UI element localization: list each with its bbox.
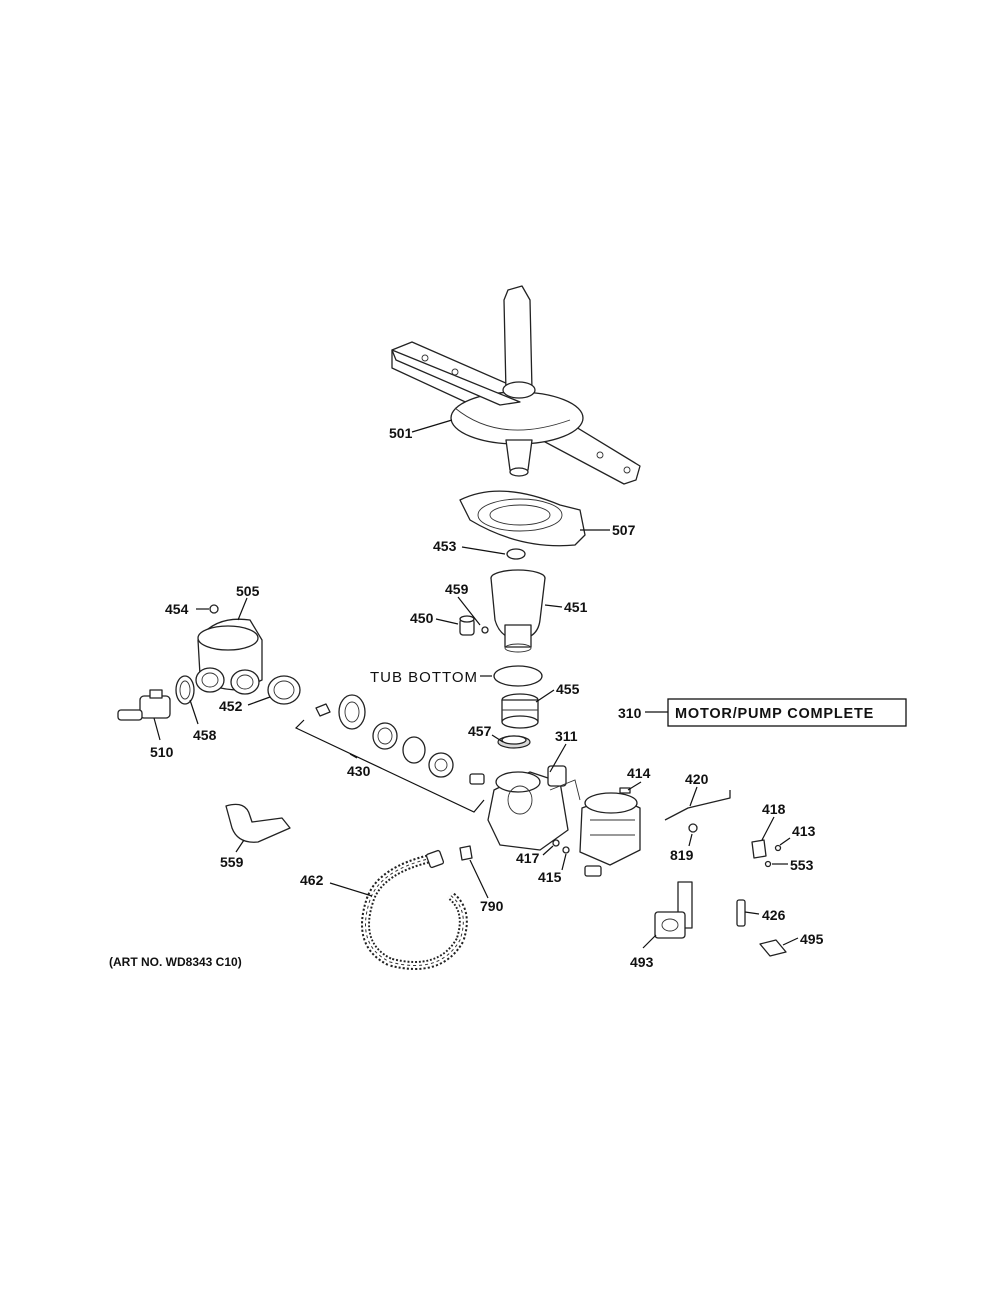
callout-450: 450 — [410, 610, 434, 626]
screw-417 — [552, 839, 560, 847]
callout-495: 495 — [800, 931, 824, 947]
callout-559: 559 — [220, 854, 244, 870]
callout-452: 452 — [219, 698, 243, 714]
rod-420 — [664, 790, 731, 821]
ball-454 — [209, 604, 219, 614]
callout-459: 459 — [445, 581, 469, 597]
callout-453: 453 — [433, 538, 457, 554]
filter-assembly-430 — [315, 694, 485, 785]
callout-458: 458 — [193, 727, 217, 743]
callout-455: 455 — [556, 681, 580, 697]
seal-455 — [501, 693, 539, 729]
clamp-457 — [497, 735, 531, 749]
callout-430: 430 — [347, 763, 371, 779]
callout-501: 501 — [389, 425, 413, 441]
o-ring-453 — [506, 548, 526, 560]
callout-819: 819 — [670, 847, 694, 863]
pump-body-311 — [487, 765, 581, 851]
gasket-507 — [459, 490, 586, 547]
part-413 — [774, 844, 782, 852]
leader-lines — [153, 419, 799, 949]
callout-462: 462 — [300, 872, 324, 888]
callout-310: 310 — [618, 705, 642, 721]
callout-507: 507 — [612, 522, 636, 538]
callout-414: 414 — [627, 765, 651, 781]
motor-pump-box — [667, 698, 907, 727]
callout-311: 311 — [555, 728, 578, 744]
hose-559 — [225, 803, 291, 843]
callout-451: 451 — [564, 599, 588, 615]
spray-arm-501 — [391, 285, 641, 485]
part-495 — [759, 939, 787, 957]
drain-hose-462 — [361, 849, 468, 970]
ring-452 — [267, 675, 301, 705]
motor-pump-label: MOTOR/PUMP COMPLETE — [675, 706, 874, 722]
callout-790: 790 — [480, 898, 504, 914]
pump-housing-451 — [490, 569, 546, 653]
callout-457: 457 — [468, 723, 492, 739]
washer-415 — [562, 846, 570, 854]
part-790 — [459, 845, 473, 861]
screw-414 — [619, 787, 631, 794]
callout-505: 505 — [236, 583, 260, 599]
part-553 — [764, 860, 772, 868]
callout-553: 553 — [790, 857, 814, 873]
callout-493: 493 — [630, 954, 654, 970]
callout-420: 420 — [685, 771, 709, 787]
part-459 — [481, 626, 489, 634]
callout-415: 415 — [538, 869, 562, 885]
callout-413: 413 — [792, 823, 816, 839]
part-426 — [736, 899, 746, 927]
callout-454: 454 — [165, 601, 189, 617]
callout-418: 418 — [762, 801, 786, 817]
part-450 — [459, 615, 475, 636]
callout-510: 510 — [150, 744, 174, 760]
tub-bottom-label: TUB BOTTOM — [370, 669, 478, 686]
manifold-505 — [195, 618, 263, 695]
motor — [579, 792, 641, 877]
tub-bottom-ring — [493, 665, 543, 687]
valve-510 — [117, 689, 171, 721]
art-number: (ART NO. WD8343 C10) — [109, 955, 242, 969]
callout-426: 426 — [762, 907, 786, 923]
clip-819 — [688, 823, 698, 833]
callout-417: 417 — [516, 850, 540, 866]
seal-458 — [175, 675, 195, 705]
solenoid-493 — [654, 881, 693, 939]
bracket-418 — [751, 839, 767, 859]
